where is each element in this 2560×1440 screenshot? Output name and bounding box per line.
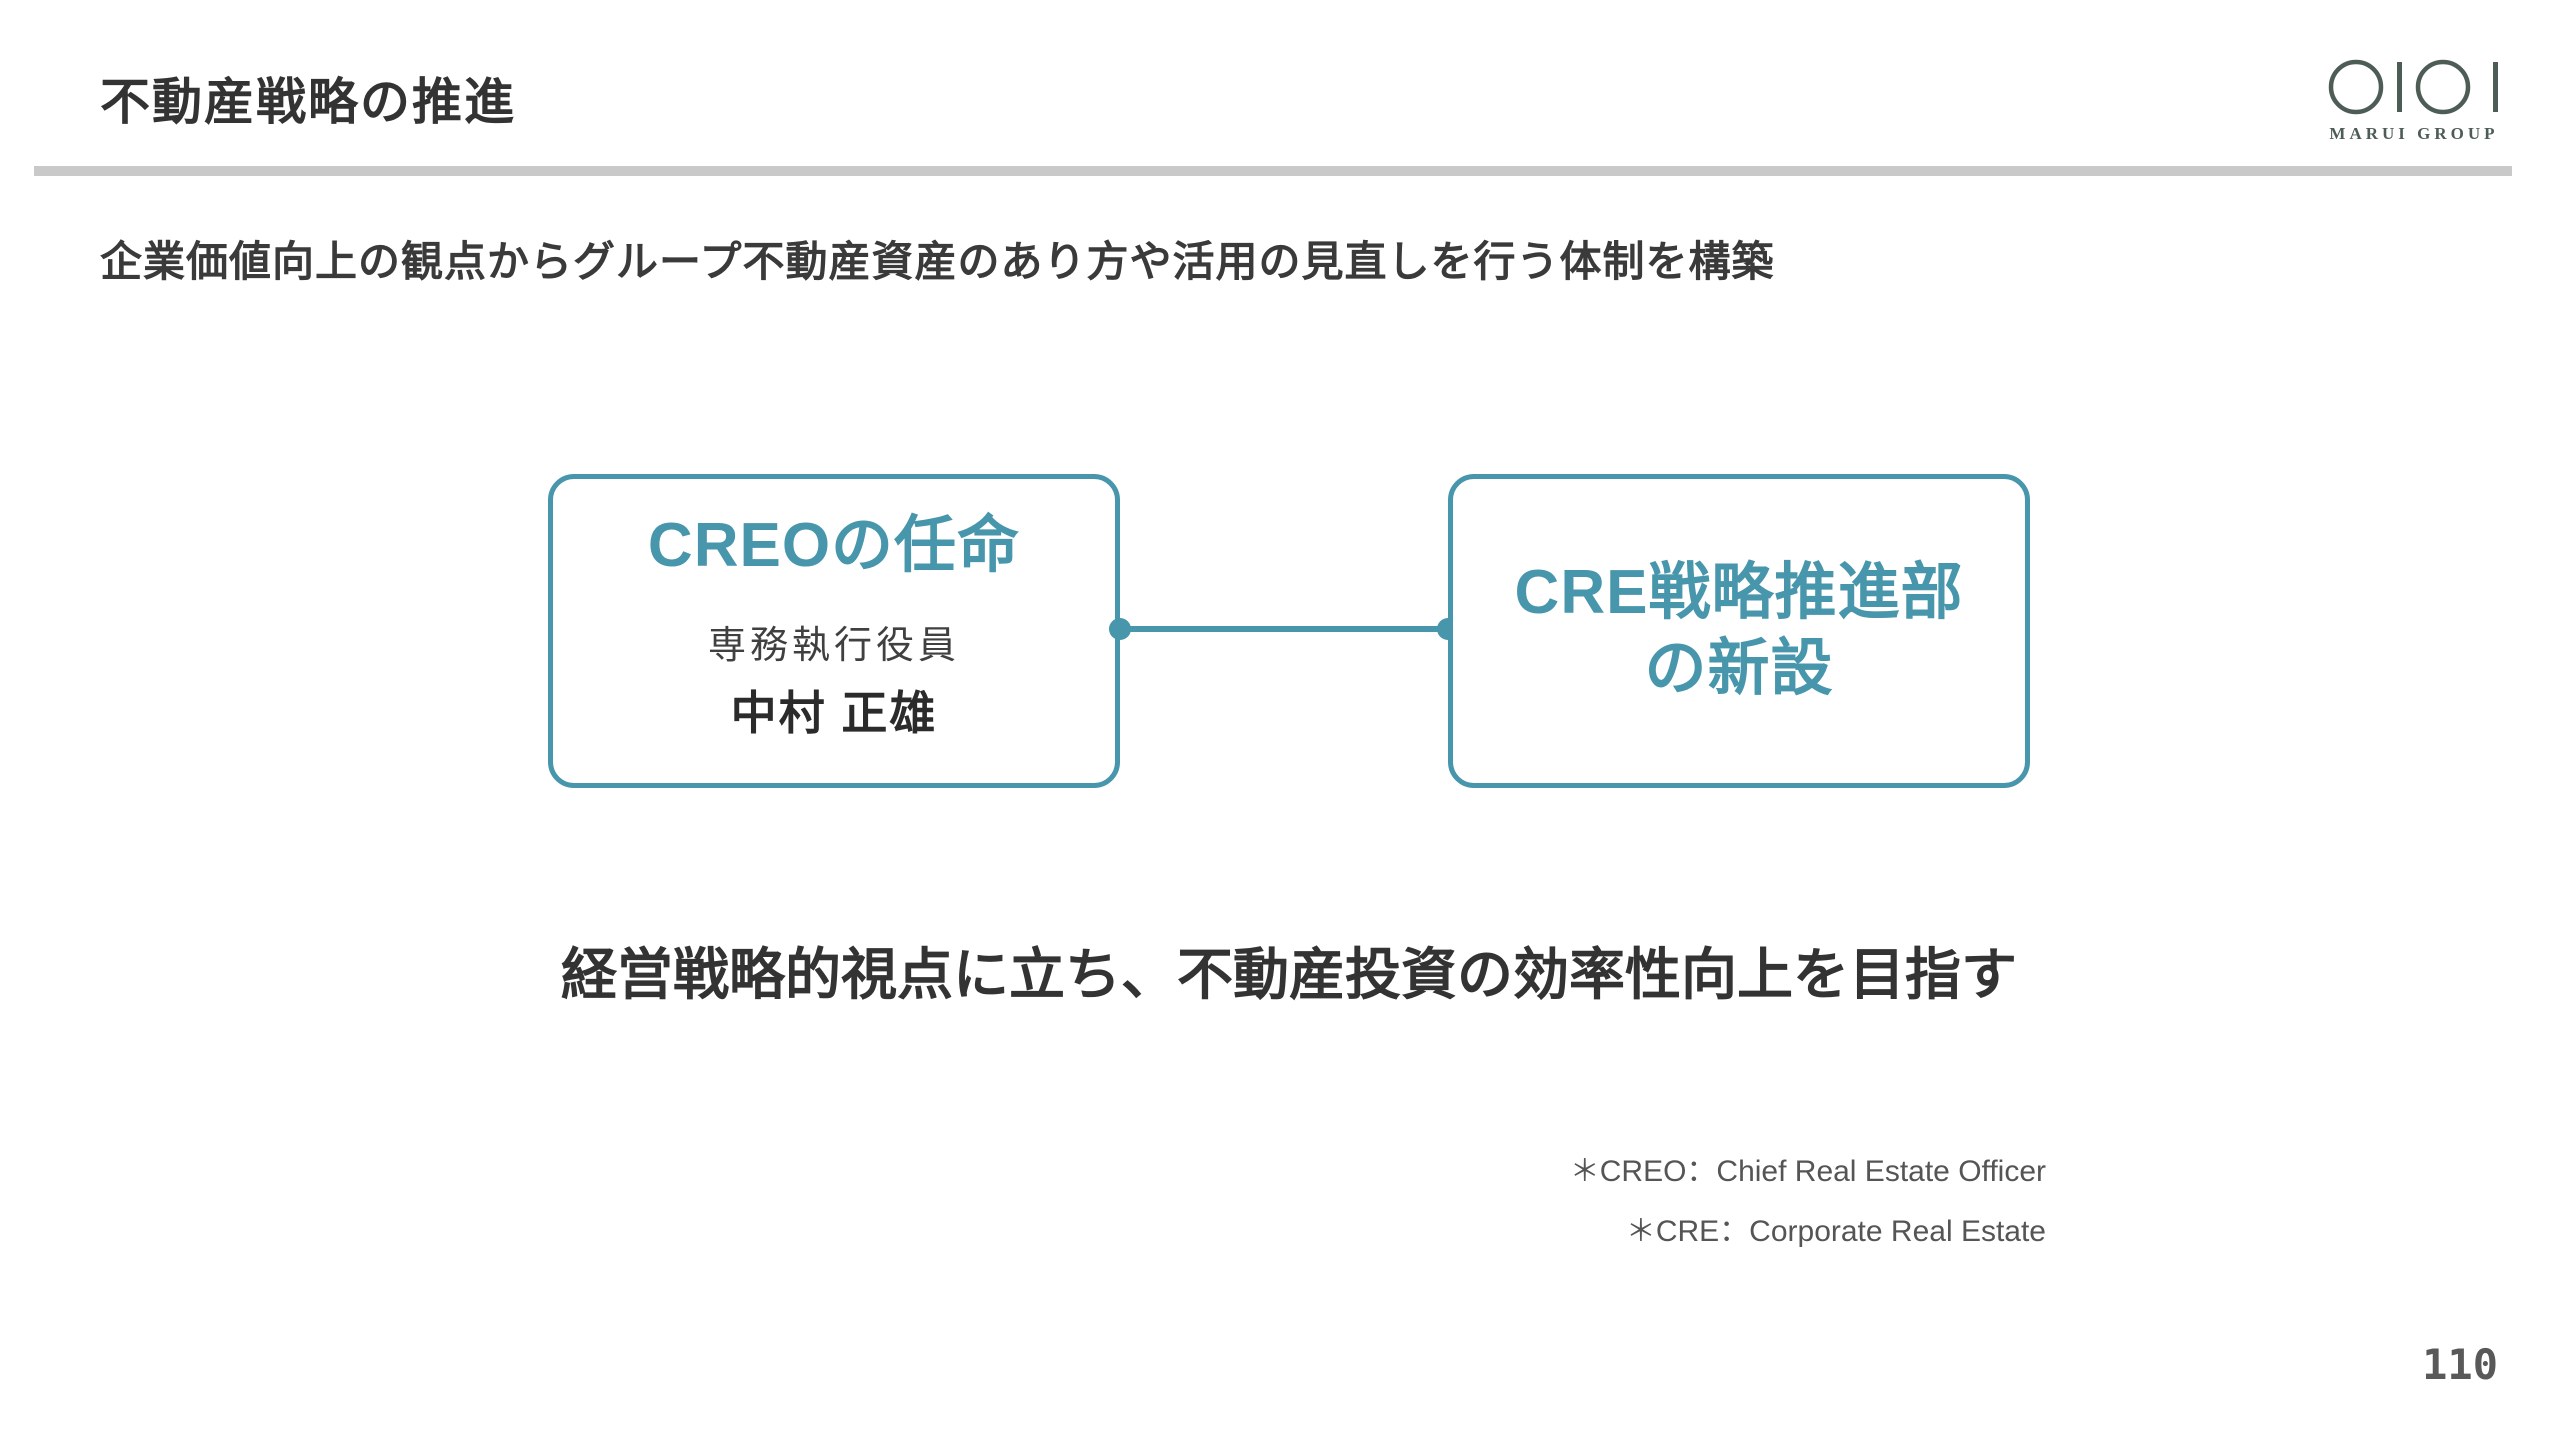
cre-box-title-line2: の新設 (1644, 634, 1834, 703)
creo-box-title: CREOの任命 (647, 511, 1021, 580)
oioi-logo-icon (2326, 56, 2502, 118)
footnote-cre: ＊CRE：Corporate Real Estate (1625, 1215, 2046, 1248)
page-number: 110 (2422, 1340, 2498, 1389)
key-statement: 経営戦略的視点に立ち、不動産投資の効率性向上を目指す (561, 943, 2017, 1006)
footnote-creo: ＊CREO：Chief Real Estate Officer (1569, 1155, 2046, 1188)
creo-person-name: 中村 正雄 (730, 686, 938, 739)
connector-line (1120, 626, 1448, 632)
marui-group-logo: MARUI GROUP (2326, 56, 2502, 144)
logo-wordmark: MARUI GROUP (2329, 124, 2499, 143)
page-title: 不動産戦略の推進 (100, 74, 516, 130)
cre-box-title-line1: CRE戦略推進部 (1514, 558, 1964, 628)
footnotes: ＊CREO：Chief Real Estate Officer ＊CRE：Cor… (1570, 1142, 2046, 1262)
connector-dot-left (1109, 618, 1131, 640)
slide-subtitle: 企業価値向上の観点からグループ不動産資産のあり方や活用の見直しを行う体制を構築 (100, 238, 1775, 285)
header-divider (34, 166, 2512, 176)
cre-department-box: CRE戦略推進部 の新設 (1448, 474, 2030, 788)
creo-role-label: 専務執行役員 (707, 624, 960, 667)
cre-box-title: CRE戦略推進部 の新設 (1515, 555, 1964, 706)
creo-appointment-box: CREOの任命 専務執行役員 中村 正雄 (548, 474, 1120, 788)
